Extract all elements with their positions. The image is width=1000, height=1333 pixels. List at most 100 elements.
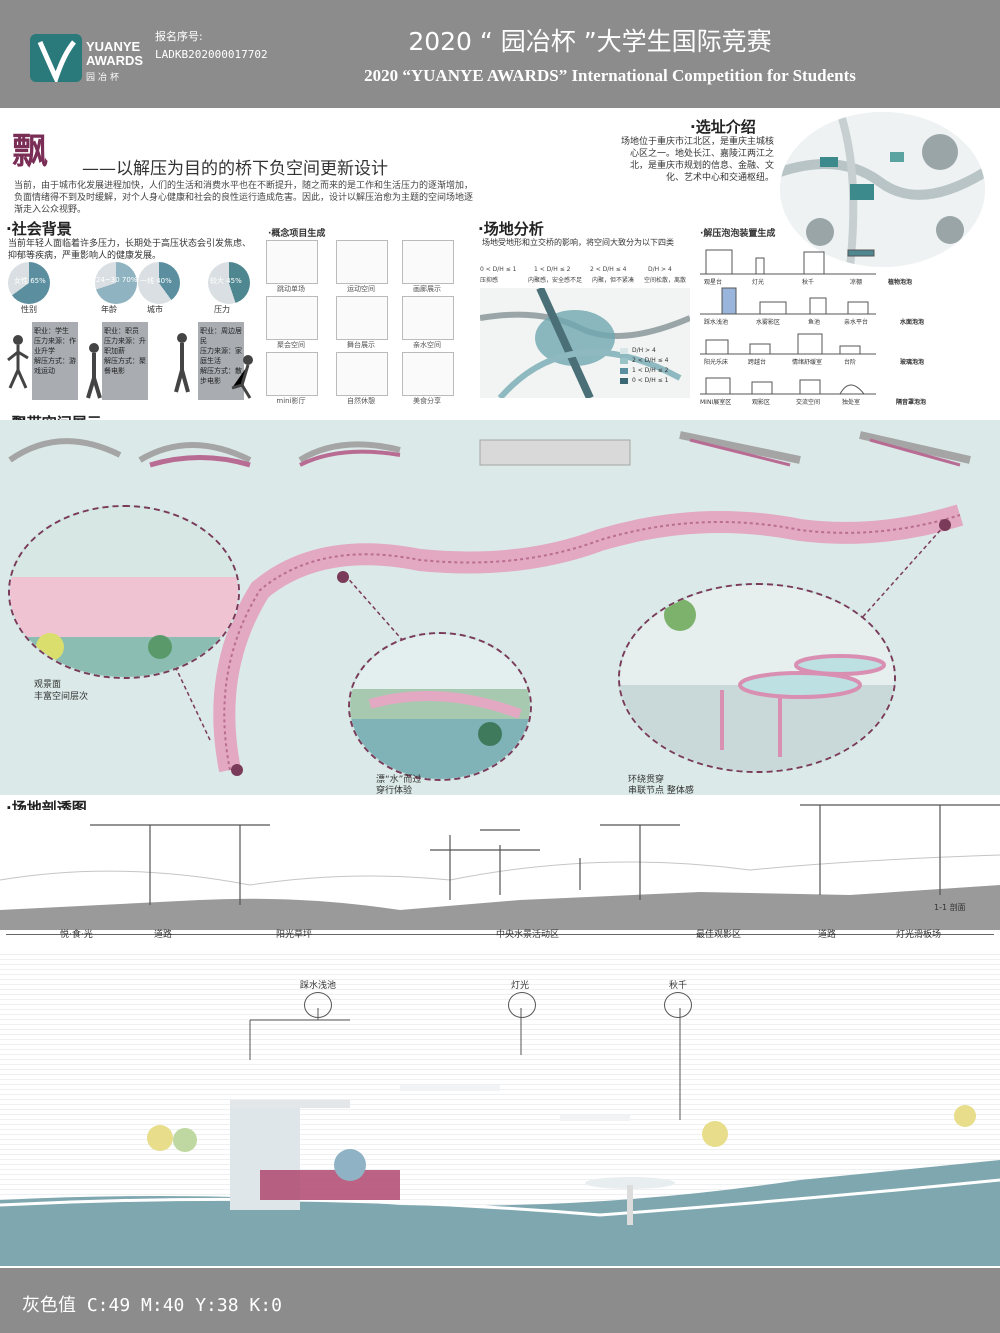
pie-city-value: 一线 40% xyxy=(140,277,172,285)
site-intro-heading: ·选址介绍 xyxy=(690,118,756,136)
concept-cube-8 xyxy=(336,352,388,396)
icon-label-swing: 秋千 xyxy=(668,981,687,991)
dh-band: 1 < D/H ≤ 2 xyxy=(534,266,571,273)
dh-note: 内聚，但不紧凑 xyxy=(592,277,635,284)
concept-cube-6 xyxy=(402,296,454,340)
logo-cn: 园冶杯 xyxy=(86,73,123,83)
concept-label: 运动空间 xyxy=(347,285,375,293)
zone-label: 悦·食·光 xyxy=(60,930,93,940)
device-label: 观影区 xyxy=(752,399,771,406)
device-label: 灯光 xyxy=(752,279,765,286)
device-label: 跨越台 xyxy=(748,359,767,366)
device-label: 踩水浅池 xyxy=(704,319,729,326)
pie-pressure-label: 压力 xyxy=(214,305,230,314)
zone-label: 最佳观影区 xyxy=(696,930,742,940)
concept-grid: 跳动单场 运动空间 画廊展示 聚会空间 舞台展示 亲水空间 mini影厅 自然休… xyxy=(266,240,466,405)
people-figures xyxy=(7,333,253,399)
lightbulb-icon xyxy=(508,992,536,1018)
pie-city-label: 城市 xyxy=(147,305,163,314)
site-analysis-map xyxy=(480,288,690,398)
yuanye-logo xyxy=(30,34,82,85)
color-value-note: 灰色值 C:49 M:40 Y:38 K:0 xyxy=(22,1295,282,1316)
concept-label: 舞台展示 xyxy=(347,341,375,349)
section-elevation xyxy=(0,804,1000,930)
social-heading: ·社会背景 xyxy=(6,220,72,238)
concept-label: 美食分享 xyxy=(413,397,441,405)
caption-water-sub: 穿行体验 xyxy=(376,786,413,796)
device-label: 观星台 xyxy=(704,279,723,286)
pie-age xyxy=(95,262,137,304)
device-row-tag: 水面泡泡 xyxy=(900,319,925,326)
concept-label: 聚会空间 xyxy=(277,341,305,349)
icon-label-light: 灯光 xyxy=(510,981,529,991)
zone-label: 阳光草坪 xyxy=(276,930,313,940)
device-row-tag: 玻璃泡泡 xyxy=(900,359,925,366)
device-label: 阳光乐床 xyxy=(704,359,729,366)
caption-viewing-title: 观景面 xyxy=(34,680,62,690)
registration-number: LADKB202000017702 xyxy=(155,48,268,61)
device-label: 鱼池 xyxy=(808,319,821,326)
dh-band: 0 < D/H ≤ 1 xyxy=(480,266,517,273)
concept-cube-2 xyxy=(336,240,388,284)
intro-paragraph: 当前，由于城市化发展进程加快，人们的生活和消费水平也在不断提升，随之而来的是工作… xyxy=(14,181,474,215)
device-row-tag: 植物泡泡 xyxy=(888,279,913,286)
zone-label: 道路 xyxy=(154,930,173,940)
pie-age-value: 24~30 70% xyxy=(96,276,138,284)
dh-legend: D/H > 4 2 < D/H ≤ 4 1 < D/H ≤ 2 0 < D/H … xyxy=(632,346,668,386)
dh-band-row: 0 < D/H ≤ 1 1 < D/H ≤ 2 2 < D/H ≤ 4 D/H … xyxy=(480,266,690,286)
dh-note: 压抑感 xyxy=(480,277,499,284)
device-label: MINI展室区 xyxy=(700,399,732,406)
vignette-viewing xyxy=(8,505,240,679)
dh-band: D/H > 4 xyxy=(648,266,672,273)
caption-viewing-sub: 丰富空间层次 xyxy=(34,692,89,702)
pie-gender xyxy=(8,262,50,304)
header-bar xyxy=(0,0,1000,108)
device-label: 台阶 xyxy=(844,359,857,366)
concept-cube-3 xyxy=(402,240,454,284)
device-label: 独处室 xyxy=(842,399,861,406)
footer-bar xyxy=(0,1268,1000,1333)
pie-pressure-value: 较大 45% xyxy=(210,277,242,285)
social-text: 当前年轻人面临着许多压力，长期处于高压状态会引发焦虑、抑郁等疾病，严重影响人的健… xyxy=(8,239,252,261)
concept-label: 自然休憩 xyxy=(347,397,375,405)
concept-cube-1 xyxy=(266,240,318,284)
dh-legend-item: 1 < D/H ≤ 2 xyxy=(632,367,669,374)
swing-icon xyxy=(664,992,692,1018)
concept-cube-9 xyxy=(402,352,454,396)
vignette-loop xyxy=(618,583,896,773)
caption-loop-sub: 串联节点 整体感 xyxy=(628,786,694,796)
vignette-water xyxy=(348,632,532,781)
person-card-student-text: 职业：学生 压力来源：作业升学 解压方式：游戏运动 xyxy=(34,327,76,375)
device-label: 情绪舒缓室 xyxy=(792,359,823,366)
concept-label: 画廊展示 xyxy=(413,285,441,293)
person-card-employee-text: 职业：职员 压力来源：升职加薪 解压方式：聚餐电影 xyxy=(104,327,146,375)
site-location-map xyxy=(780,112,985,267)
zone-bar: 悦·食·光 道路 阳光草坪 中央水景活动区 最佳观影区 道路 灯光滑板场 xyxy=(6,930,994,947)
caption-loop-title: 环绕贯穿 xyxy=(628,775,665,785)
dh-note: 内聚感，安全感不足 xyxy=(528,277,583,284)
dh-band: 2 < D/H ≤ 4 xyxy=(590,266,627,273)
pie-age-label: 年龄 xyxy=(101,305,117,314)
device-label: 凉棚 xyxy=(850,279,863,286)
project-subtitle: ——以解压为目的的桥下负空间更新设计 xyxy=(82,159,388,179)
competition-title-en: 2020 “YUANYE AWARDS” International Compe… xyxy=(364,66,856,85)
title-calligraphy: 飘 xyxy=(12,130,49,172)
devices-grid: 观星台 灯光 秋千 凉棚 植物泡泡 踩水浅池 水雾影区 鱼池 亲水平台 水面泡泡… xyxy=(700,240,940,410)
pie-row xyxy=(8,262,263,312)
site-intro-text: 场地位于重庆市江北区，是重庆主城核心区之一。地处长江、嘉陵江两江之北，是重庆市规… xyxy=(620,137,774,183)
dh-legend-item: D/H > 4 xyxy=(632,347,656,354)
device-label: 秋千 xyxy=(802,279,815,286)
pie-city xyxy=(138,262,180,304)
section-cut-label: 1-1 剖面 xyxy=(934,903,966,912)
dh-legend-item: 2 < D/H ≤ 4 xyxy=(632,357,669,364)
person-card-employee xyxy=(102,322,148,400)
pie-pressure xyxy=(208,262,250,304)
device-row-tag: 隔音罩泡泡 xyxy=(896,399,927,406)
zone-label: 道路 xyxy=(818,930,837,940)
dh-legend-item: 0 < D/H ≤ 1 xyxy=(632,377,669,384)
zone-label: 灯光滑板场 xyxy=(896,930,942,940)
concept-cube-4 xyxy=(266,296,318,340)
competition-title-cn: 2020 “ 园冶杯 ”大学生国际竞赛 xyxy=(408,27,772,56)
footprint-icon xyxy=(304,992,332,1018)
